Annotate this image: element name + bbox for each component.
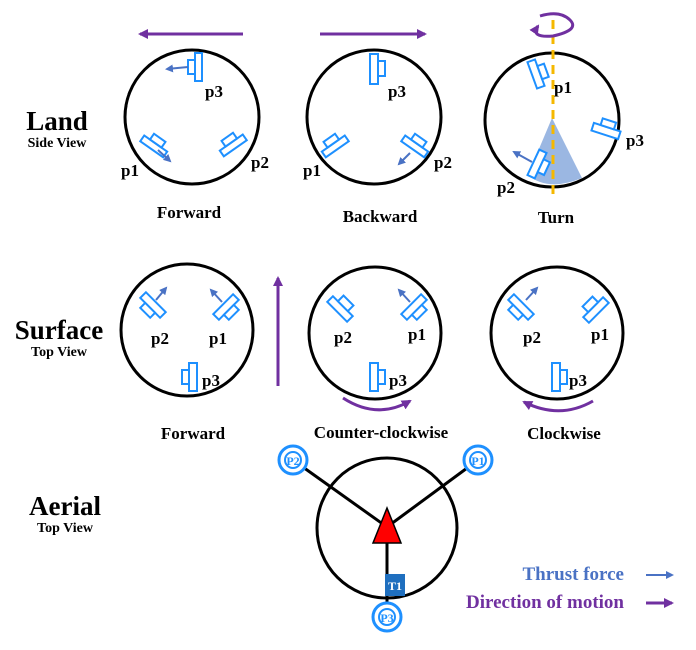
propeller-p3 [165,52,203,82]
label-p3: p3 [569,371,587,390]
surface-ccw-panel: p2 p1 p3 Counter-clockwise [307,265,449,442]
propeller-p3 [369,53,386,85]
legend-motion-label: Direction of motion [466,592,624,613]
propeller-p1 [320,132,351,159]
robot-body [305,48,443,186]
label-p1: p1 [121,161,139,180]
arm-p2 [292,458,388,529]
land-forward-panel: p3 p1 p2 Forward [121,29,269,222]
label-p2: p2 [523,328,541,347]
label-p3: p3 [202,371,220,390]
label-p2: p2 [151,329,169,348]
land-turn-panel: p1 p3 p2 Turn [483,12,644,227]
tail-t1: T1 [385,574,405,596]
propeller-p3 [181,362,198,392]
propeller-p2 [138,290,168,320]
legend-thrust-label: Thrust force [523,564,625,585]
rotation-arrow [529,12,575,38]
rotor-p3: P3 [371,601,403,633]
label-p3: p3 [626,131,644,150]
row-title-surface: Surface Top View [15,315,103,360]
heading-triangle [371,505,403,544]
label-p1: p1 [209,329,227,348]
caption-turn: Turn [538,208,575,227]
surface-forward-panel: p2 p1 p3 Forward [119,262,283,443]
label-p2: p2 [497,178,515,197]
surface-cw-panel: p2 p1 p3 Clockwise [489,265,625,443]
caption-forward: Forward [157,203,222,222]
label-p3: p3 [205,82,223,101]
label-p3: p3 [388,82,406,101]
aerial-title: Aerial [29,491,101,521]
propeller-p1 [399,292,429,322]
label-p1: p1 [408,325,426,344]
aerial-panel: P2 P1 T1 P3 [277,444,494,633]
label-T1: T1 [388,579,402,593]
aerial-subtitle: Top View [37,521,94,536]
propeller-p1 [581,295,611,325]
thrust-arrow-p1 [209,288,223,303]
label-p3: p3 [389,371,407,390]
thrust-arrow-p2 [512,151,533,163]
propeller-p3 [369,362,386,392]
propeller-p3 [590,117,622,141]
propeller-p2 [218,131,249,158]
surface-subtitle: Top View [31,345,88,360]
propeller-p3 [551,362,568,392]
caption-forward: Forward [161,424,226,443]
label-P3: P3 [380,611,393,625]
rotor-p1: P1 [462,444,494,476]
arm-p1 [386,458,479,529]
rotation-arrow-ccw [342,396,412,412]
caption-backward: Backward [343,207,418,226]
surface-title: Surface [15,315,103,345]
row-title-land: Land Side View [26,106,88,151]
label-p2: p2 [251,153,269,172]
land-title: Land [26,106,88,136]
rotation-arrow-cw [522,399,594,413]
row-title-aerial: Aerial Top View [29,491,101,536]
land-backward-panel: p3 p1 p2 Backward [303,29,452,226]
propeller-p1 [211,292,241,322]
propeller-p2 [526,148,552,180]
thrust-arrow-p1 [157,149,172,163]
propeller-p2 [506,292,536,322]
label-p1: p1 [591,325,609,344]
thrust-arrow-p2 [525,286,539,301]
thrust-arrow-p1 [397,288,411,303]
caption-cw: Clockwise [527,424,601,443]
thrust-arrow-p2 [155,286,168,301]
propeller-p2 [399,132,430,159]
legend: Thrust force Direction of motion [466,564,674,613]
label-P2: P2 [286,454,299,468]
label-p1: p1 [554,78,572,97]
label-p2: p2 [434,153,452,172]
propeller-p2 [325,294,355,324]
robot-body [119,262,255,398]
thrust-arrow-p2 [397,152,411,166]
rotor-p2: P2 [277,444,309,476]
label-p1: p1 [303,161,321,180]
land-subtitle: Side View [28,136,88,151]
caption-ccw: Counter-clockwise [314,423,449,442]
label-p2: p2 [334,328,352,347]
label-P1: P1 [471,454,484,468]
propeller-p1 [526,58,551,90]
